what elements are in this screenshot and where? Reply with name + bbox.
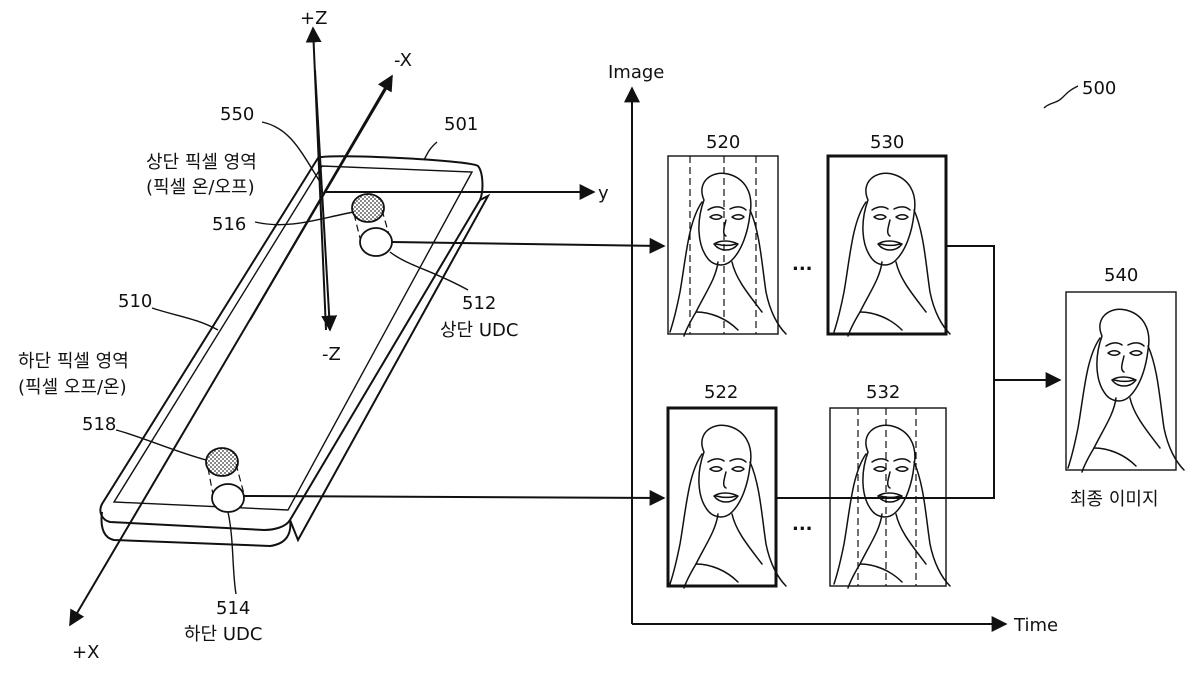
plus-x-label: +X (72, 642, 99, 663)
frame-520: 520 (667, 132, 787, 337)
bottom-udc-output-arrow (243, 489, 666, 506)
time-axis-label: Time (1013, 615, 1058, 636)
timeline-axes: Image Time (608, 62, 1058, 636)
minus-z-label: -Z (322, 344, 341, 365)
bottom-pixel-region-label-line1: 하단 픽셀 영역 (18, 351, 129, 372)
ref-518: 518 (82, 414, 116, 435)
ref-550: 550 (220, 104, 254, 125)
ref-520: 520 (706, 132, 740, 153)
merge-lines (776, 245, 1062, 499)
image-axis-label: Image (608, 62, 664, 83)
ref-522: 522 (704, 382, 738, 403)
ref-530: 530 (870, 132, 904, 153)
ref-512: 512 (462, 293, 496, 314)
top-row-ellipsis: ... (792, 254, 813, 275)
frame-522: 522 (666, 382, 787, 589)
ref-501: 501 (444, 114, 478, 135)
axis-y: y (326, 183, 609, 204)
bottom-row-ellipsis: ... (792, 514, 813, 535)
ref-516: 516 (212, 214, 246, 235)
ref-532: 532 (866, 382, 900, 403)
frame-532: 532 (829, 382, 951, 589)
bottom-pixel-region-label-line2: (픽셀 오프/온) (18, 377, 127, 398)
final-image-label: 최종 이미지 (1070, 489, 1159, 510)
plus-z-label: +Z (300, 8, 327, 29)
minus-x-label: -X (394, 50, 412, 71)
axis-z: +Z -Z (300, 8, 341, 365)
leader-lines (115, 85, 1079, 595)
axis-x: -X +X (69, 50, 412, 663)
bottom-pixel-region (205, 447, 239, 477)
bottom-udc-label: 하단 UDC (184, 624, 262, 645)
figure-number: 500 (1082, 78, 1116, 99)
top-udc-output-arrow (391, 237, 666, 254)
ref-540: 540 (1104, 265, 1138, 286)
top-pixel-region-label-line1: 상단 픽셀 영역 (146, 152, 257, 173)
final-image-540: 540 최종 이미지 (1065, 265, 1185, 510)
phone-device (99, 155, 491, 548)
ref-510: 510 (118, 291, 152, 312)
top-udc-label: 상단 UDC (440, 320, 518, 341)
ref-514: 514 (216, 598, 250, 619)
top-pixel-region (351, 193, 385, 223)
top-pixel-region-label-line2: (픽셀 온/오프) (146, 177, 255, 198)
y-label: y (598, 183, 609, 204)
frame-530: 530 (826, 132, 951, 337)
